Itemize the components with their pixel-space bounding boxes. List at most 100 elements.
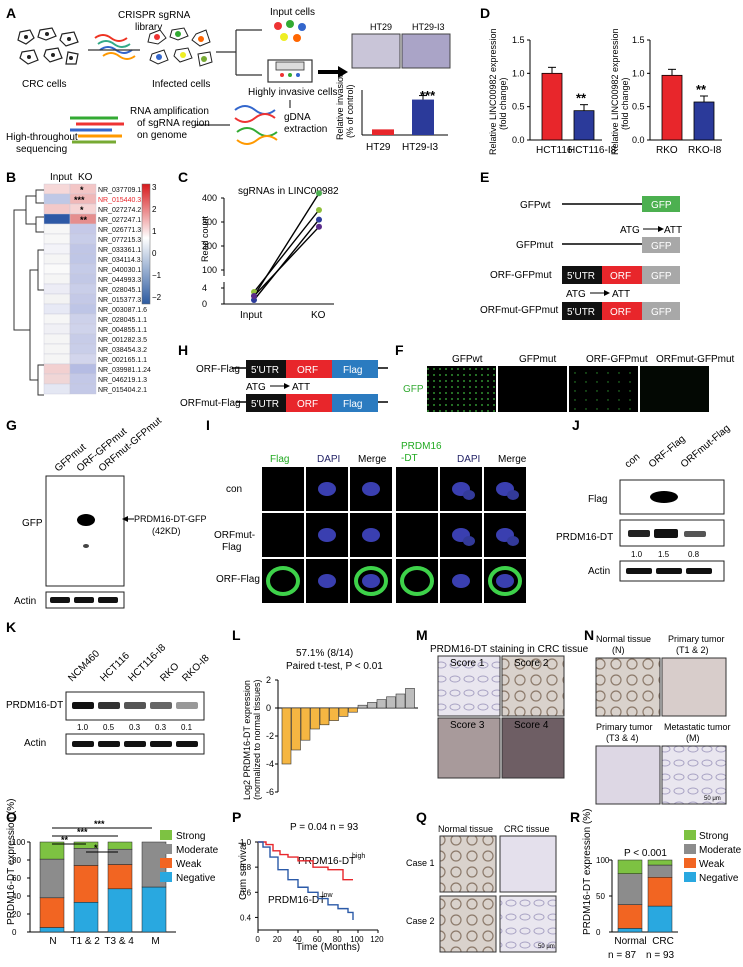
heat-cell <box>43 203 71 215</box>
f-col-1: GFPwt <box>452 354 483 365</box>
heatmap-row-label: NR_028045.1.1 <box>98 317 147 324</box>
tick-label: 0 <box>202 299 207 309</box>
heatmap-row-label: NR_039981.1.24 <box>98 367 151 374</box>
rna-amp-label-2: of sgRNA region <box>137 118 210 129</box>
legend-label: Moderate <box>176 845 219 856</box>
j-quant-1: 1.0 <box>631 550 643 559</box>
tick-label: 1.5 <box>512 35 525 45</box>
stacked-segment <box>107 841 133 850</box>
quant-value: 0.3 <box>129 723 141 732</box>
rna-amp-label-1: RNA amplification <box>130 106 209 117</box>
micrograph-tile <box>396 467 438 511</box>
band <box>176 702 198 709</box>
g-band <box>77 514 95 526</box>
b-heatmap: NR_037709.1.1*NR_015440.3.4***NR_027274.… <box>43 183 151 395</box>
tick-label: 80 <box>333 935 342 944</box>
heatmap-row-label: NR_003087.1.6 <box>98 307 147 314</box>
quant-value: 0.5 <box>103 723 115 732</box>
panel-l: L 57.1% (8/14) Paired t-test, P < 0.01 L… <box>232 627 418 800</box>
waterfall-bar <box>310 707 320 730</box>
q-header-normal: Normal tissue <box>438 824 493 834</box>
heat-cell <box>43 233 71 245</box>
e-gfp-box-4 <box>642 302 680 320</box>
nucleus <box>318 574 336 588</box>
crispr-library-label-1: CRISPR sgRNA <box>118 10 191 21</box>
category-label: Normal <box>614 936 646 947</box>
n-scalebar: 50 μm <box>704 796 721 802</box>
e-orf-text-2: ORF <box>610 307 631 318</box>
tick-label: 200 <box>202 241 217 251</box>
stacked-segment <box>73 865 99 903</box>
e-utr-text-1: 5'UTR <box>567 271 595 282</box>
nucleus-extra <box>507 490 519 500</box>
category-label: M <box>151 936 159 947</box>
heat-cell <box>69 253 97 265</box>
series-line <box>253 209 320 293</box>
h-utr-text-1: 5'UTR <box>251 365 279 376</box>
crispr-library-label-2: library <box>135 22 162 33</box>
green-signal <box>354 566 388 596</box>
input-cells-dish <box>274 20 306 42</box>
stacked-segment <box>73 841 99 849</box>
legend-swatch <box>684 858 696 868</box>
tick-label: 0.5 <box>512 102 525 112</box>
highly-invasive-label: Highly invasive cells <box>248 87 337 98</box>
n-label: n = 87 <box>608 950 637 961</box>
scale-tick-label: −2 <box>152 293 162 302</box>
quant-value: 0.3 <box>155 723 167 732</box>
waterfall-bar <box>300 707 311 741</box>
p-low-label: PRDM16-DT <box>268 895 325 906</box>
e-utr-text-2: 5'UTR <box>567 307 595 318</box>
heat-cell <box>43 313 71 325</box>
transwell-illustration <box>267 59 313 83</box>
stacked-segment <box>107 888 133 933</box>
series-point <box>316 216 322 223</box>
i-header-merge-1: Merge <box>358 454 387 465</box>
tick-label: 400 <box>202 193 217 203</box>
k-lane-1: NCM460 <box>66 648 102 684</box>
bar <box>541 72 563 141</box>
i-row-orfmut-flag: Flag <box>222 542 241 553</box>
p-low-sup: low <box>322 892 333 899</box>
e-mut-1: ATG <box>620 225 640 236</box>
green-signal <box>488 566 522 596</box>
series-line <box>253 219 320 301</box>
f-col-4: ORFmut-GFPmut <box>656 354 735 365</box>
heat-cell <box>43 303 71 315</box>
tick-label: 4 <box>202 283 207 293</box>
heatmap-row-label: NR_037709.1.1 <box>98 187 147 194</box>
q-image-crc-1 <box>499 835 557 893</box>
l-ylabel-2: (normalized to normal tissues) <box>252 679 262 800</box>
h-flag-box-2 <box>332 394 378 412</box>
heat-cell <box>43 363 71 375</box>
panel-d: D Relative LINC00982 expression (fold ch… <box>480 5 722 156</box>
r-stat: P < 0.001 <box>624 848 667 859</box>
heat-cell <box>43 223 71 235</box>
e-gfp-box-3 <box>642 266 680 284</box>
k-blot-prdm: PRDM16-DT <box>6 700 63 711</box>
d-ylabel-1b: Relative LINC00982 expression <box>610 28 620 155</box>
heat-cell <box>69 273 97 285</box>
panel-r: R PRDM16-DT expression (%) P < 0.001 Nor… <box>570 808 742 961</box>
sequencing-reads <box>70 116 124 144</box>
stacked-segment <box>39 897 65 928</box>
bar <box>661 74 683 141</box>
heat-cell <box>69 363 97 375</box>
n-image-m <box>661 745 727 805</box>
e-construct-gfpwt: GFPwt <box>520 200 551 211</box>
tick-label: 0.0 <box>632 135 645 145</box>
g-actin-label: Actin <box>14 596 36 607</box>
invasion-xlabel-1: HT29 <box>366 142 391 153</box>
panel-letter-q: Q <box>416 809 427 825</box>
panel-c: C sgRNAs in LINC00982 Read count 0410020… <box>178 169 339 321</box>
nucleus <box>318 528 336 542</box>
j-blot-prdm: PRDM16-DT <box>556 532 613 543</box>
stacked-segment <box>73 902 99 933</box>
invasion-significance: *** <box>420 88 436 103</box>
l-subtitle: Paired t-test, P < 0.01 <box>286 661 383 672</box>
tick-label: 1.0 <box>512 68 525 78</box>
h-orf-box-1 <box>286 360 332 378</box>
input-cells-label: Input cells <box>270 7 315 18</box>
